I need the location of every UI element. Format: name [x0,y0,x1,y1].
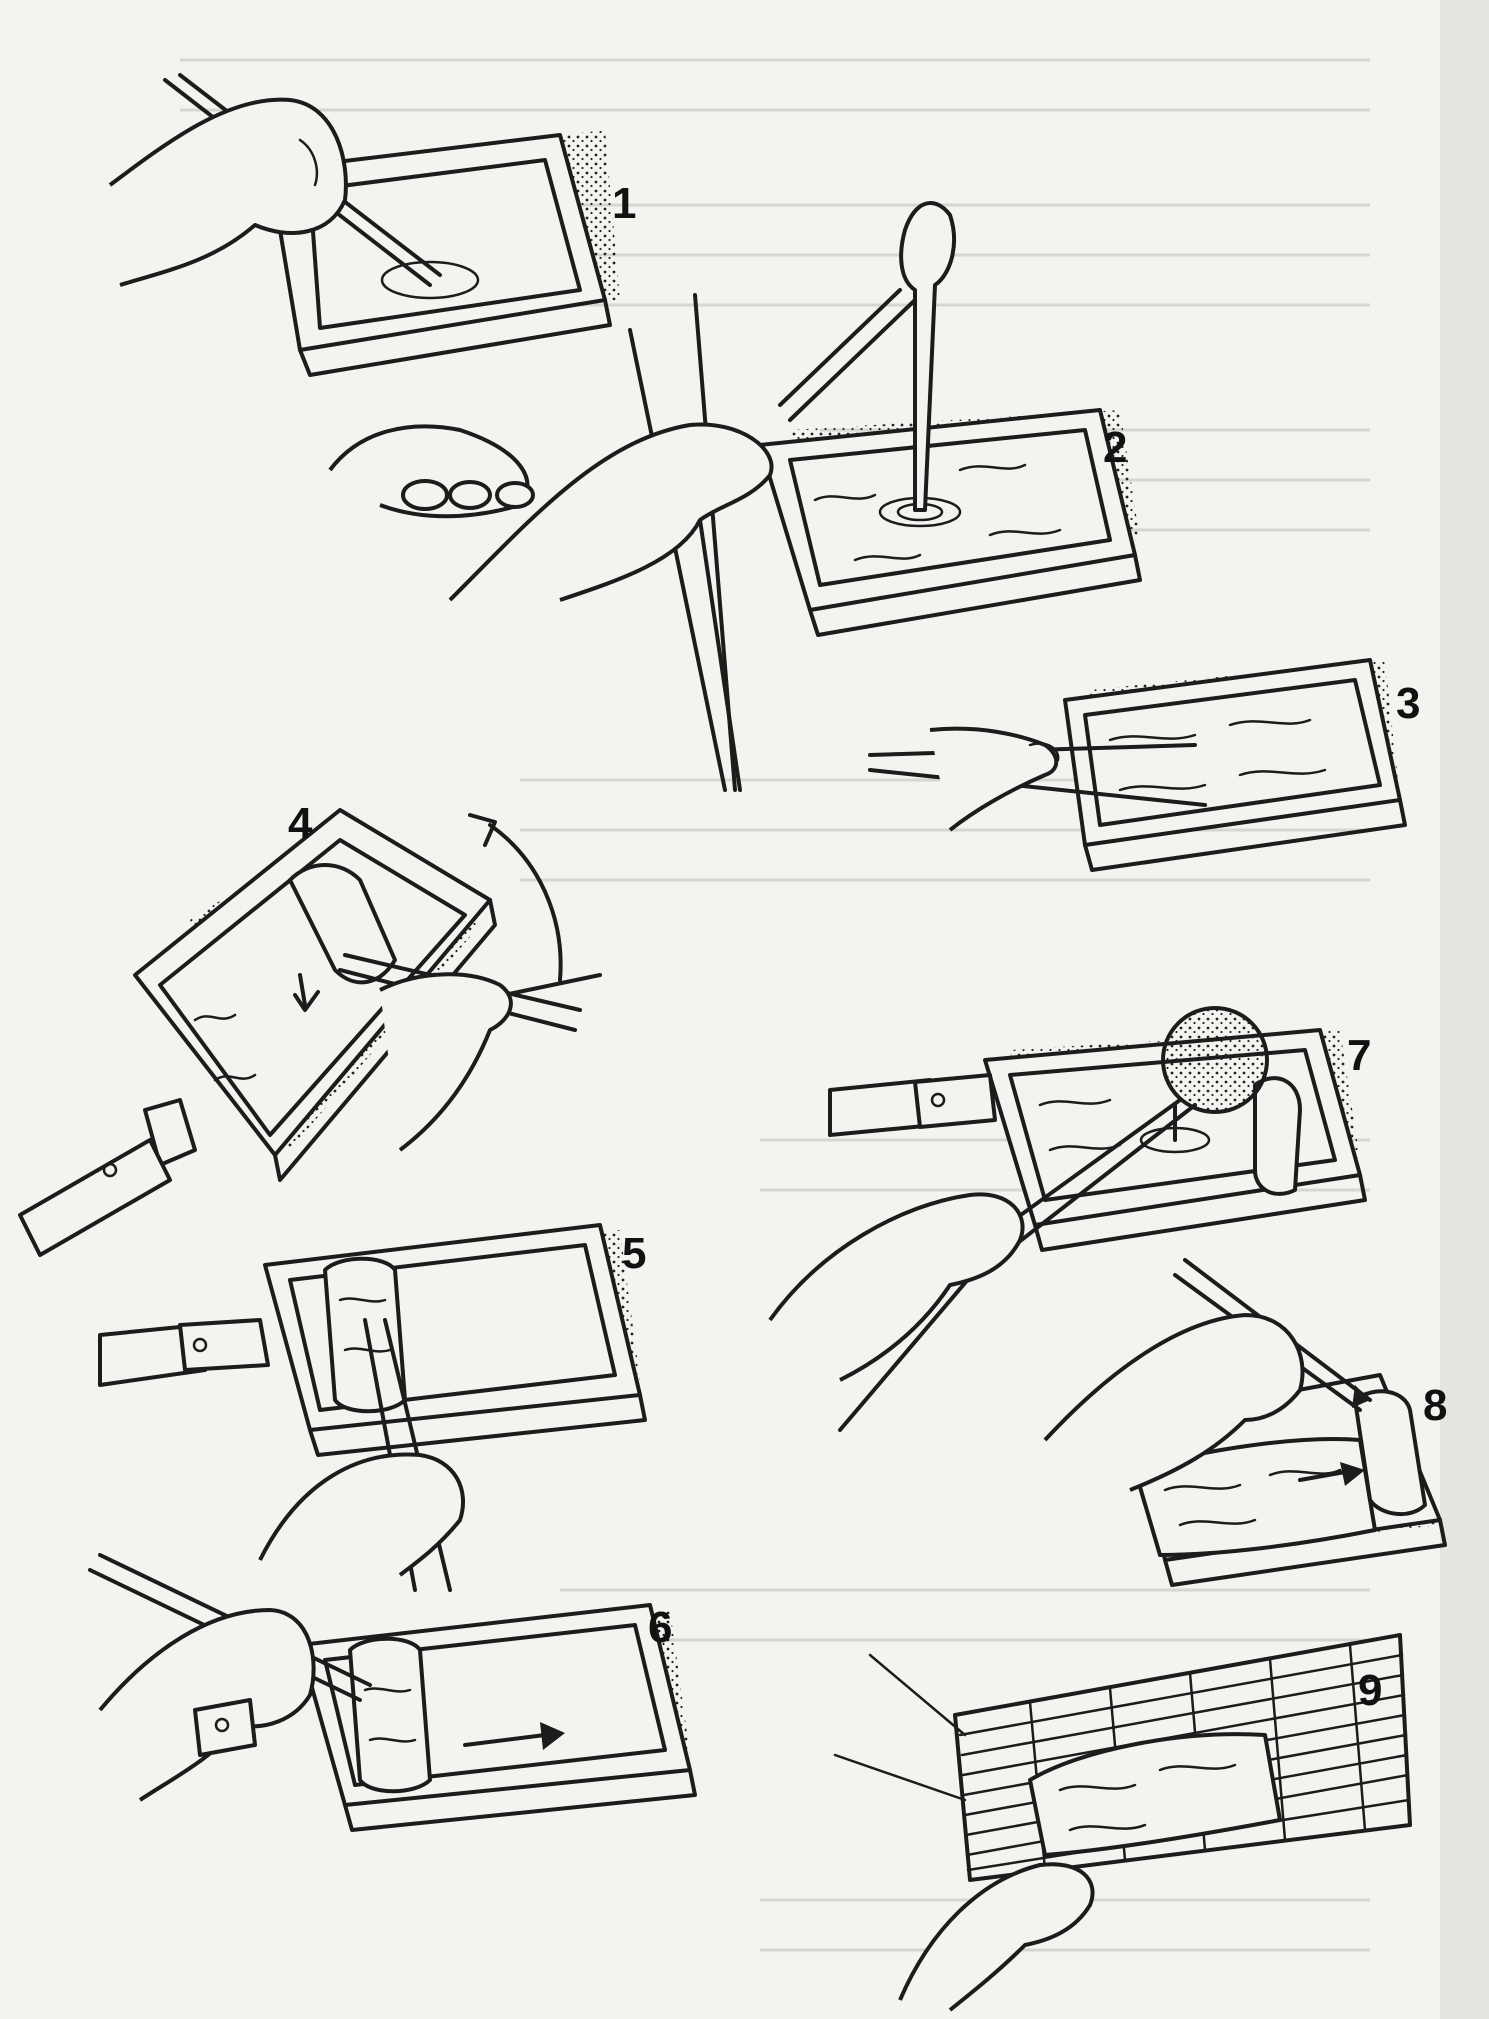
step-label-3: 3 [1396,679,1420,728]
step-label-9: 9 [1358,1666,1382,1715]
step-8-illustration [1043,1258,1447,1587]
step-9-illustration [833,1633,1412,2012]
step-label-1: 1 [612,179,636,228]
step-label-2: 2 [1103,423,1127,472]
step-label-7: 7 [1347,1031,1371,1080]
step-label-4: 4 [288,799,313,848]
step-6-illustration [88,1553,697,1832]
step-label-8: 8 [1423,1381,1447,1430]
step-1-illustration [108,73,620,377]
step-3-illustration [868,658,1407,872]
step-5-illustration [98,1223,647,1592]
step-label-5: 5 [622,1229,646,1278]
step-label-6: 6 [648,1603,672,1652]
page-edge-shadow [1440,0,1489,2019]
step-7-illustration [768,1006,1367,1432]
step-4-illustration [18,808,602,1257]
step-2-illustration [328,201,1142,792]
